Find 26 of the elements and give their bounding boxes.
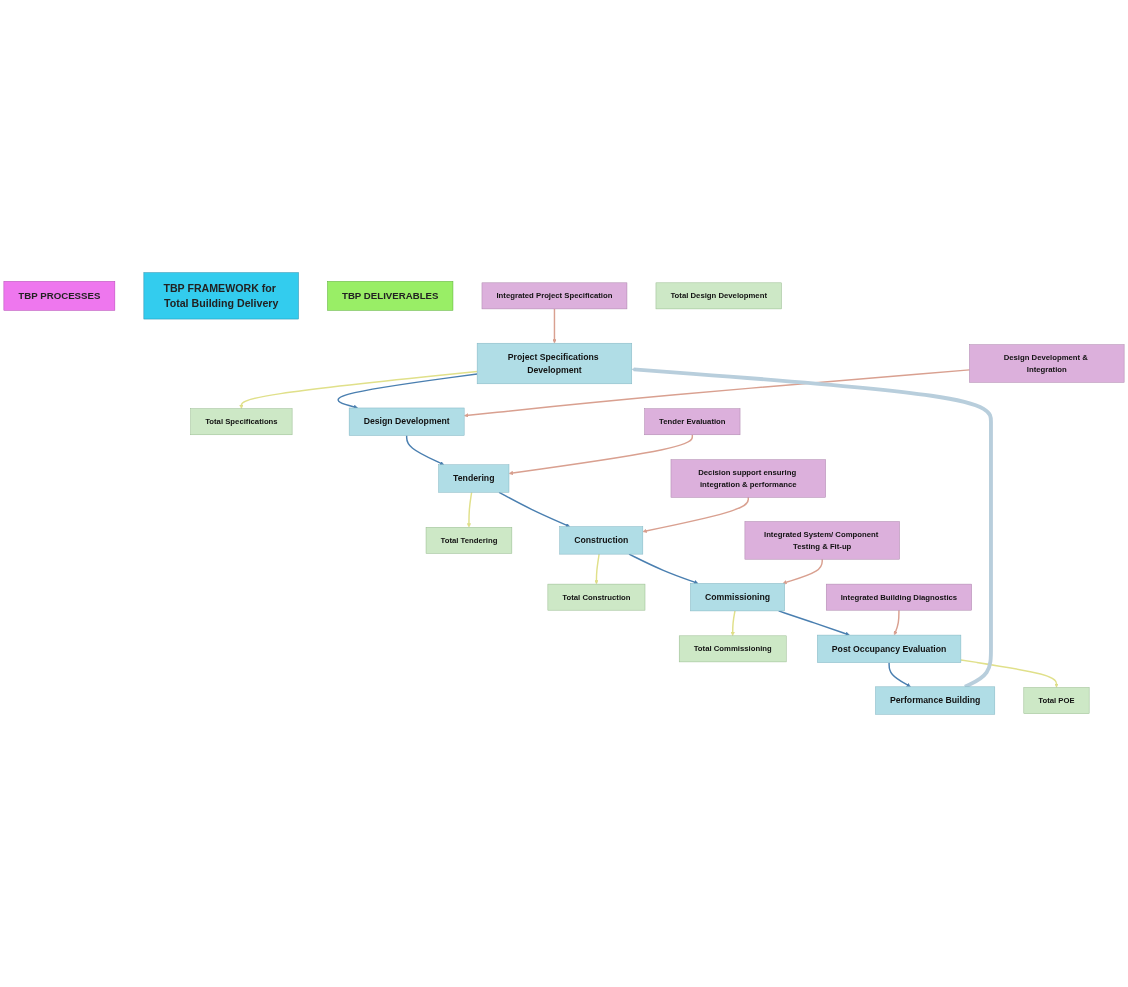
node-box: Post Occupancy Evaluation bbox=[817, 634, 962, 663]
arrow bbox=[594, 553, 600, 585]
arrow bbox=[464, 369, 971, 418]
node-box: Construction bbox=[559, 526, 644, 555]
arrow bbox=[239, 370, 478, 409]
arrow bbox=[508, 434, 694, 476]
arrow bbox=[960, 659, 1059, 688]
arrow bbox=[782, 558, 823, 585]
node-box: TBP FRAMEWORK for Total Building Delivery bbox=[143, 272, 299, 320]
node-box: Design Development bbox=[348, 407, 465, 436]
arrow bbox=[405, 434, 445, 466]
arrow bbox=[642, 496, 749, 533]
arrow bbox=[337, 373, 478, 409]
arrow bbox=[893, 609, 900, 636]
arrow bbox=[552, 308, 557, 344]
node-box: TBP PROCESSES bbox=[3, 281, 116, 311]
arrow bbox=[730, 610, 736, 636]
node-box: Project Specifications Development bbox=[476, 342, 632, 385]
arrow bbox=[498, 491, 570, 527]
node-box: Performance Building bbox=[875, 686, 996, 715]
node-box: Tendering bbox=[438, 464, 510, 493]
node-box: Commissioning bbox=[690, 583, 785, 612]
arrow bbox=[628, 553, 699, 585]
arrow bbox=[466, 491, 473, 528]
arrow bbox=[888, 661, 911, 687]
node-box: TBP DELIVERABLES bbox=[327, 281, 454, 311]
